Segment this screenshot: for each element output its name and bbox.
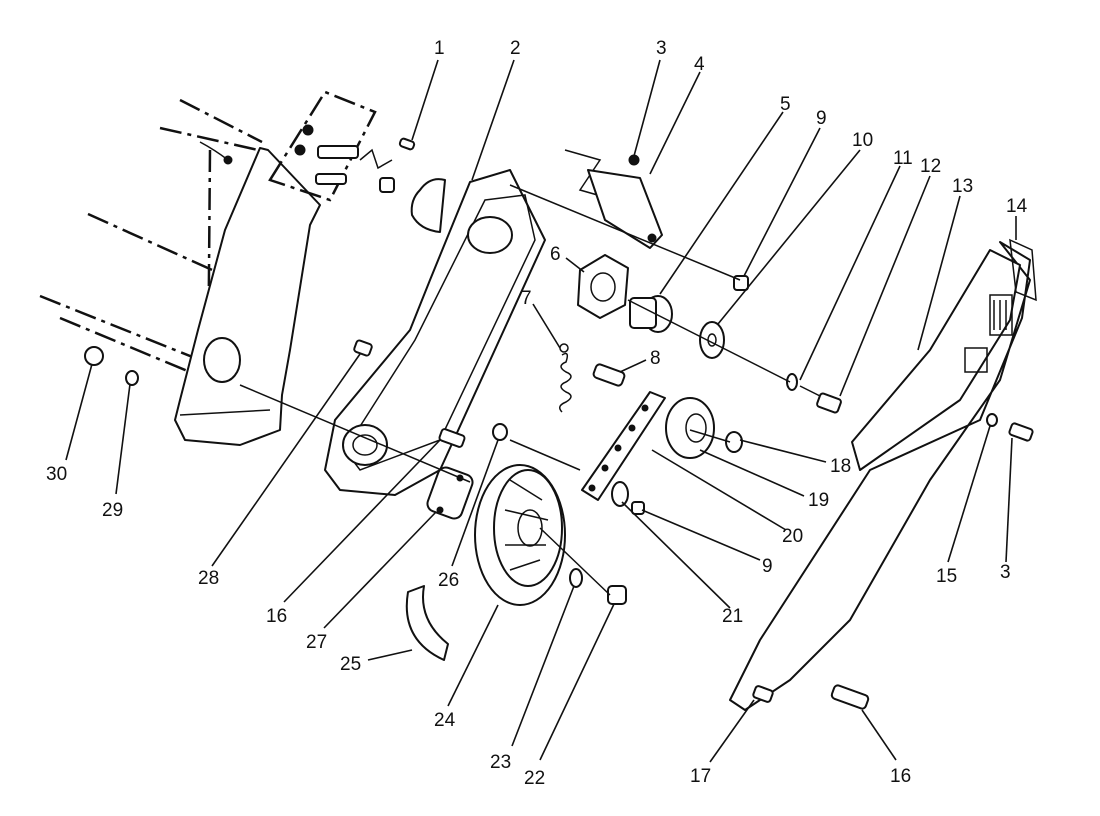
washer-part-10 (699, 321, 725, 359)
idler-pulley-part-19 (665, 397, 715, 459)
spacer-part-18 (725, 431, 743, 453)
callout-3-top: 3 (656, 38, 667, 59)
screw-part-3-right (1008, 422, 1034, 442)
callout-8: 8 (650, 348, 661, 369)
callout-25: 25 (340, 654, 361, 675)
washer-part-21 (611, 481, 645, 515)
stud-part-8 (592, 363, 626, 387)
washer-part-15 (986, 413, 998, 427)
callout-19: 19 (808, 490, 829, 511)
callout-22: 22 (524, 768, 545, 789)
callout-labels: 1 2 3 4 5 9 10 11 12 13 14 6 7 8 18 19 2… (46, 38, 1028, 789)
callout-18: 18 (830, 456, 851, 477)
callout-10: 10 (852, 130, 873, 151)
guard-clip-part-25 (405, 585, 449, 661)
callout-26: 26 (438, 570, 459, 591)
callout-20: 20 (782, 526, 803, 547)
nut-part-30 (84, 346, 104, 366)
hub-part-5 (629, 295, 673, 333)
callout-13: 13 (952, 176, 973, 197)
callout-leaders (65, 59, 1017, 763)
callout-23: 23 (490, 752, 511, 773)
spring-part-7 (559, 343, 572, 413)
shaft-bracket (268, 90, 393, 202)
callout-9-mid: 9 (762, 556, 773, 577)
callout-9-top: 9 (816, 108, 827, 129)
callout-14: 14 (1006, 196, 1028, 217)
callout-12: 12 (920, 156, 941, 177)
decal-part-14 (1009, 238, 1037, 302)
callout-1: 1 (434, 38, 445, 59)
callout-6: 6 (550, 244, 561, 265)
chain-case-housing-part-2 (324, 169, 546, 496)
idler-arm-part-20 (581, 391, 666, 501)
callout-17: 17 (690, 766, 711, 787)
assembly-axis-lines (239, 184, 791, 596)
bolt-part-16-bottom (830, 684, 870, 710)
callout-3-right: 3 (1000, 562, 1011, 583)
callout-7: 7 (521, 288, 532, 309)
bolt-part-11 (786, 373, 842, 414)
bolt-part-16-left (438, 428, 466, 448)
flange-bearing-part-6 (577, 254, 629, 319)
callout-27: 27 (306, 632, 327, 653)
washer-part-29 (125, 370, 139, 386)
callout-30: 30 (46, 464, 67, 485)
chain-link-part-27 (426, 466, 474, 520)
callout-16-bottom: 16 (890, 766, 911, 787)
retaining-ring (379, 177, 446, 233)
washer-part-23 (569, 568, 583, 588)
chain-case-cover-part-13 (729, 241, 1031, 711)
callout-4: 4 (694, 54, 705, 75)
nut-part-22 (607, 585, 627, 605)
washer-part-26 (492, 423, 508, 441)
pulley-part-24 (474, 464, 566, 606)
callout-21: 21 (722, 606, 743, 627)
callout-15: 15 (936, 566, 957, 587)
callout-28: 28 (198, 568, 219, 589)
mount-bracket-part-4 (564, 149, 663, 249)
callout-29: 29 (102, 500, 123, 521)
callout-24: 24 (434, 710, 456, 731)
pin-part-1 (398, 137, 416, 151)
screw-part-17 (752, 685, 774, 703)
callout-11: 11 (893, 148, 913, 169)
frame-housing (39, 98, 321, 446)
callout-5: 5 (780, 94, 791, 115)
callout-2: 2 (510, 38, 521, 59)
callout-16-left: 16 (266, 606, 287, 627)
bolt-part-28 (353, 339, 373, 357)
